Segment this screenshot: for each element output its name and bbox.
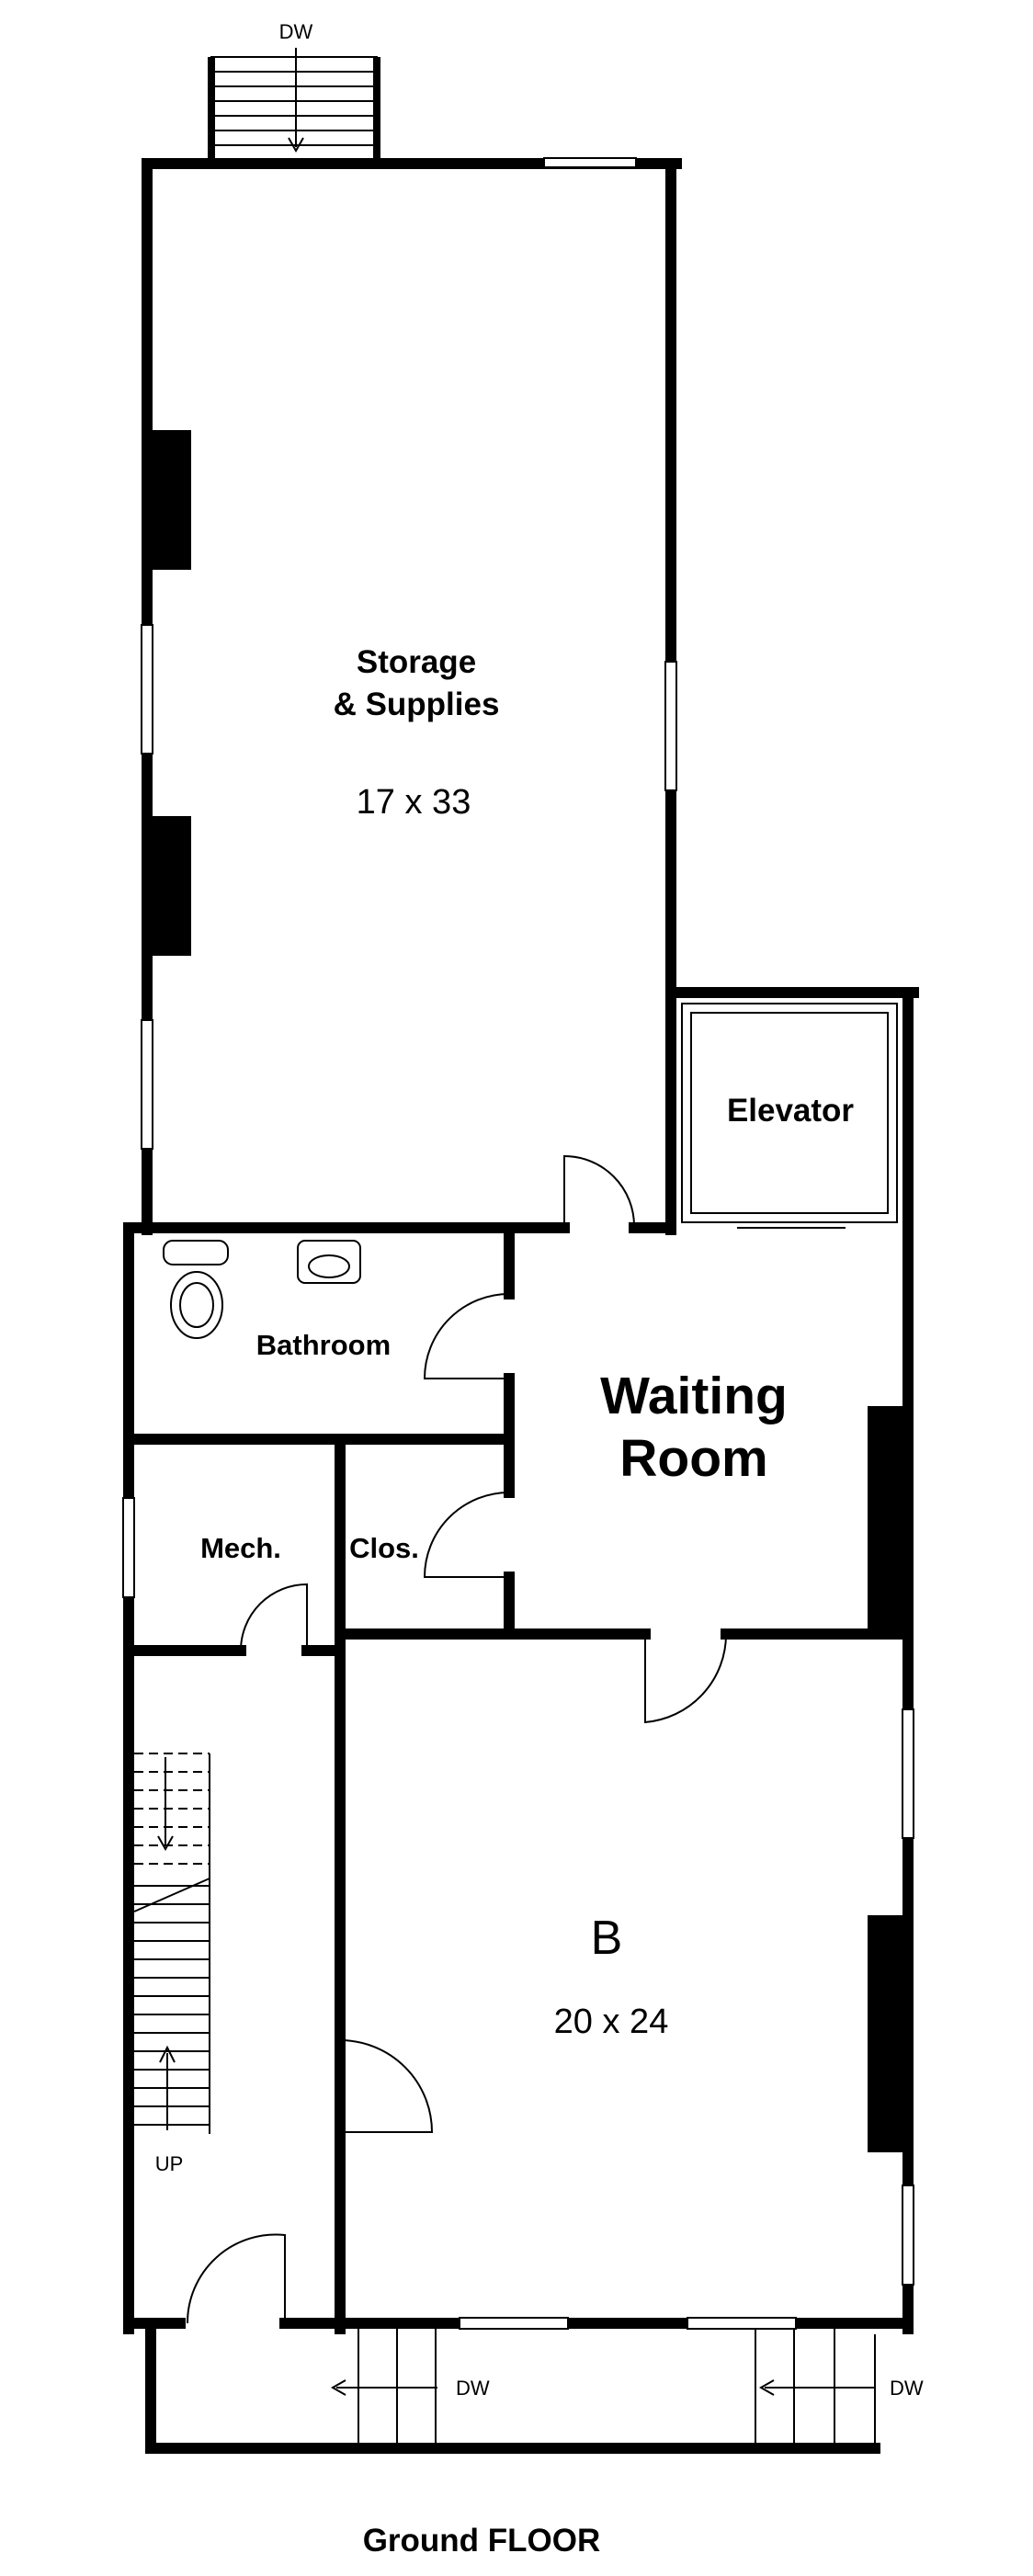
waiting-room-pillar: [868, 1406, 908, 1634]
bathroom-door: [423, 1293, 510, 1379]
floor-title: Ground FLOOR: [363, 2523, 601, 2559]
room-b-name: B: [591, 1912, 623, 1965]
front-left-stairs-label: DW: [456, 2377, 490, 2400]
waiting-room-name-line2: Room: [619, 1429, 767, 1488]
sink-icon: [297, 1240, 361, 1284]
waiting-room-door: [644, 1633, 728, 1724]
storage-name-line2: & Supplies: [334, 687, 500, 722]
storage-left-window-2: [141, 1019, 153, 1150]
room-b-size: 20 x 24: [554, 2003, 669, 2041]
mech-door: [240, 1583, 308, 1651]
storage-size: 17 x 33: [357, 783, 471, 822]
room-b-window-1: [902, 1708, 914, 1839]
front-left-stairs: [330, 2329, 437, 2448]
mech-name: Mech.: [200, 1532, 281, 1564]
room-b-front-window-2: [687, 2317, 797, 2330]
room-b-walls: [123, 1628, 914, 2329]
interior-stairs: [133, 1753, 210, 2134]
front-entry-door: [186, 2233, 286, 2324]
interior-stairs-label: UP: [155, 2152, 184, 2175]
closet-name: Clos.: [349, 1532, 419, 1564]
top-stairs-label: DW: [279, 20, 313, 43]
elevator-shaft: [665, 987, 919, 1239]
storage-left-pillar-1: [147, 430, 191, 570]
room-b-pillar: [868, 1915, 908, 2152]
room-b-front-window-1: [459, 2317, 569, 2330]
bathroom-name: Bathroom: [256, 1329, 391, 1361]
waiting-room-name-line1: Waiting: [600, 1367, 788, 1425]
storage-name-line1: Storage: [357, 644, 476, 680]
storage-left-window-1: [141, 624, 153, 755]
storage-top-window: [543, 157, 637, 168]
arrow-down-icon: [288, 137, 304, 153]
bathroom-walls: [123, 1222, 515, 2334]
closet-door: [423, 1492, 510, 1578]
storage-door: [563, 1154, 635, 1228]
front-porch: [145, 2323, 880, 2454]
mech-window: [122, 1497, 135, 1598]
elevator-name: Elevator: [727, 1093, 854, 1129]
toilet-icon: [163, 1240, 229, 1339]
storage-left-pillar-2: [147, 816, 191, 956]
room-b-door: [339, 2039, 434, 2133]
front-right-stairs-label: DW: [890, 2377, 924, 2400]
front-right-stairs: [755, 2329, 875, 2448]
storage-right-window: [664, 661, 677, 791]
room-b-window-2: [902, 2184, 914, 2286]
mech-closet-walls: [123, 1434, 515, 2334]
top-stairs: [208, 48, 380, 161]
